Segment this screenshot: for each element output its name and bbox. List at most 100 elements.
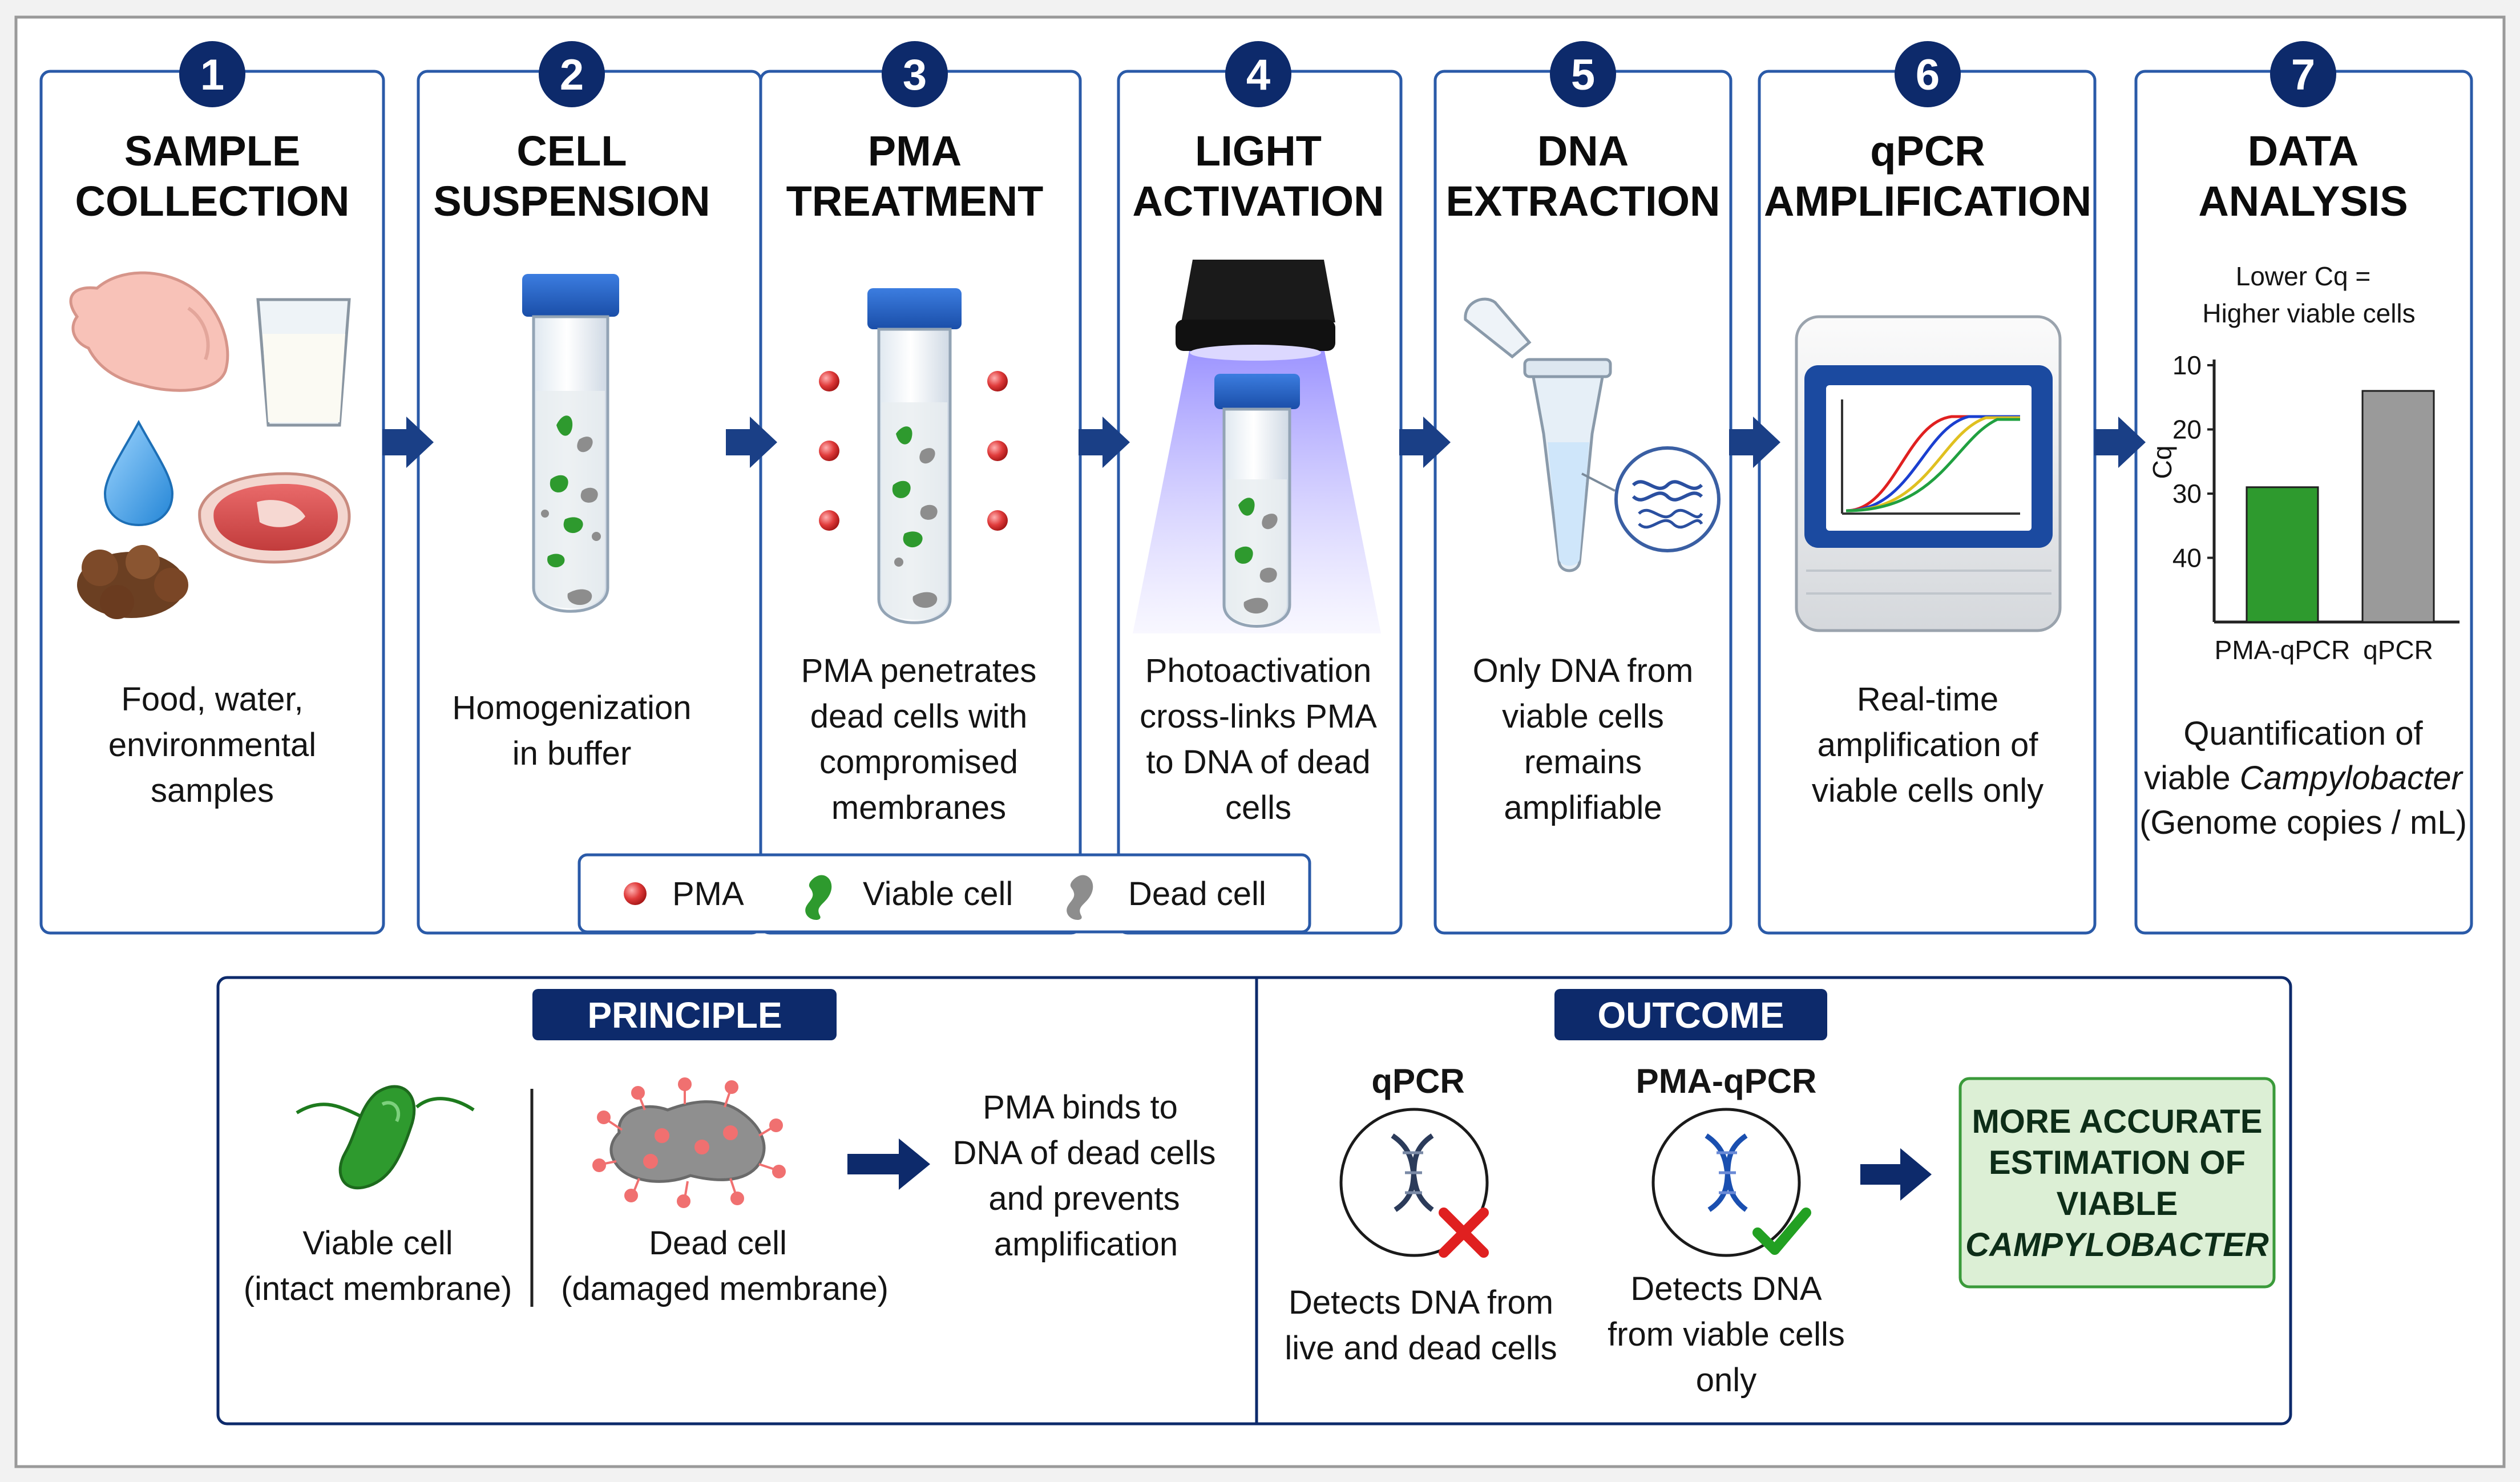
legend-dead-icon	[1067, 875, 1093, 920]
principle-result-3: and prevents	[988, 1180, 1180, 1217]
step-desc-6a: Real-time	[1857, 681, 1998, 718]
chart-title-line-1: Lower Cq =	[2236, 261, 2371, 291]
step-desc-5b: viable cells	[1502, 698, 1664, 735]
viable-cell-label-2: (intact membrane)	[244, 1270, 512, 1307]
step-desc-7c: (Genome copies / mL)	[2139, 804, 2467, 841]
outcome-pma-desc-2: from viable cells	[1608, 1316, 1845, 1353]
steak-icon	[198, 472, 351, 564]
outcome-tag: OUTCOME	[1554, 989, 1827, 1040]
step-title-5a: DNA	[1537, 127, 1629, 175]
outcome-pma-desc-1: Detects DNA	[1630, 1270, 1822, 1307]
step-title-3a: PMA	[868, 127, 962, 175]
svg-text:6: 6	[1916, 51, 1940, 99]
chart-category-label: PMA-qPCR	[2215, 635, 2351, 665]
microtube-icon	[1464, 297, 1616, 572]
conclusion-line-2: ESTIMATION OF	[1989, 1144, 2246, 1181]
step-desc-3a: PMA penetrates	[801, 652, 1037, 689]
legend-viable-label: Viable cell	[863, 875, 1013, 912]
step-desc-4c: to DNA of dead	[1146, 744, 1370, 781]
milk-glass-icon	[256, 298, 351, 427]
chart-title-line-2: Higher viable cells	[2202, 298, 2415, 328]
step-badge-2: 2	[539, 41, 605, 107]
chart-category-label: qPCR	[2363, 635, 2433, 665]
step-desc-3d: membranes	[831, 789, 1006, 826]
step-badge-7: 7	[2270, 41, 2336, 107]
legend-viable-icon	[805, 875, 832, 920]
chart-y-label: Cq	[2147, 446, 2177, 479]
svg-text:3: 3	[903, 51, 927, 99]
viable-cell-label-1: Viable cell	[302, 1225, 453, 1262]
principle-tag: PRINCIPLE	[532, 989, 837, 1040]
step-title-2a: CELL	[516, 127, 627, 175]
step-title-5b: EXTRACTION	[1446, 177, 1721, 225]
svg-text:2: 2	[560, 51, 584, 99]
outcome-qpcr-title: qPCR	[1371, 1062, 1464, 1100]
conclusion-line-3: VIABLE	[2057, 1185, 2178, 1222]
step-badge-5: 5	[1550, 41, 1616, 107]
svg-text:OUTCOME: OUTCOME	[1597, 995, 1784, 1036]
legend-pma-label: PMA	[672, 875, 744, 912]
step-desc-3b: dead cells with	[810, 698, 1027, 735]
step-desc-2a: Homogenization	[452, 689, 691, 726]
qpcr-machine-icon	[1795, 315, 2062, 632]
dead-cell-icon	[592, 1077, 786, 1208]
step-desc-2b: in buffer	[512, 735, 632, 772]
conclusion-line-1: MORE ACCURATE	[1972, 1103, 2262, 1140]
chart-y-tick-label: 20	[2172, 415, 2202, 445]
step-desc-1b: environmental	[108, 726, 316, 764]
step-desc-3c: compromised	[819, 744, 1018, 781]
flow-arrow-icon	[382, 417, 434, 468]
outcome-arrow-icon	[1860, 1148, 1932, 1201]
step-desc-7b-italic: Campylobacter	[2240, 760, 2464, 797]
pma-molecule-icon	[819, 371, 1008, 531]
principle-result-2: DNA of dead cells	[952, 1134, 1215, 1172]
principle-result-1: PMA binds to	[983, 1089, 1178, 1126]
cq-bar-chart: Lower Cq = Higher viable cells Cq 10 20 30…	[2147, 261, 2460, 665]
flow-arrow-icon	[726, 417, 777, 468]
outcome-qpcr-desc-2: live and dead cells	[1285, 1330, 1557, 1367]
step-desc-6b: amplification of	[1818, 726, 2039, 764]
step-desc-7b: viable Campylobacter	[2144, 760, 2464, 797]
flow-arrow-icon	[1729, 417, 1780, 468]
svg-text:7: 7	[2291, 51, 2315, 99]
dead-cell-label-1: Dead cell	[649, 1225, 787, 1262]
step-title-2b: SUSPENSION	[433, 177, 710, 225]
step-desc-1a: Food, water,	[121, 681, 303, 718]
step-desc-6c: viable cells only	[1812, 772, 2044, 809]
legend-dead-label: Dead cell	[1128, 875, 1266, 912]
step-desc-5a: Only DNA from	[1473, 652, 1694, 689]
step-badge-4: 4	[1225, 41, 1291, 107]
step-desc-4b: cross-links PMA	[1140, 698, 1377, 735]
chart-y-tick-label: 10	[2172, 350, 2202, 380]
step-title-4b: ACTIVATION	[1132, 177, 1384, 225]
step-badge-3: 3	[882, 41, 948, 107]
svg-text:PRINCIPLE: PRINCIPLE	[587, 995, 782, 1036]
flow-arrow-icon	[2094, 417, 2146, 468]
step-title-6a: qPCR	[1870, 127, 1985, 175]
step-badge-1: 1	[179, 41, 245, 107]
chart-y-tick-label: 30	[2172, 479, 2202, 508]
svg-text:1: 1	[200, 51, 224, 99]
outcome-pma-desc-3: only	[1696, 1362, 1756, 1399]
legend-box	[578, 853, 1311, 934]
step-title-7b: ANALYSIS	[2198, 177, 2408, 225]
outcome-qpcr-desc-1: Detects DNA from	[1289, 1284, 1553, 1321]
soil-icon	[77, 545, 188, 619]
step-badge-6: 6	[1895, 41, 1961, 107]
conclusion-line-4: CAMPYLOBACTER	[1965, 1226, 2269, 1263]
water-drop-icon	[103, 419, 174, 527]
step-title-1a: SAMPLE	[124, 127, 300, 175]
step-title-3b: TREATMENT	[786, 177, 1044, 225]
dna-cross-icon	[1339, 1108, 1489, 1258]
step-desc-4d: cells	[1225, 789, 1291, 826]
chicken-icon	[69, 271, 229, 392]
step-desc-7a: Quantification of	[2183, 715, 2423, 752]
chart-bar-qpcr	[2361, 390, 2435, 623]
dna-magnifier-icon	[1614, 446, 1721, 552]
step-desc-5d: amplifiable	[1504, 789, 1662, 826]
chart-bar-pma-qpcr	[2246, 486, 2319, 623]
step-title-7a: DATA	[2248, 127, 2359, 175]
principle-result-4: amplification	[994, 1226, 1178, 1263]
chart-y-tick-label: 40	[2172, 543, 2202, 573]
flow-arrow-icon	[1399, 417, 1451, 468]
